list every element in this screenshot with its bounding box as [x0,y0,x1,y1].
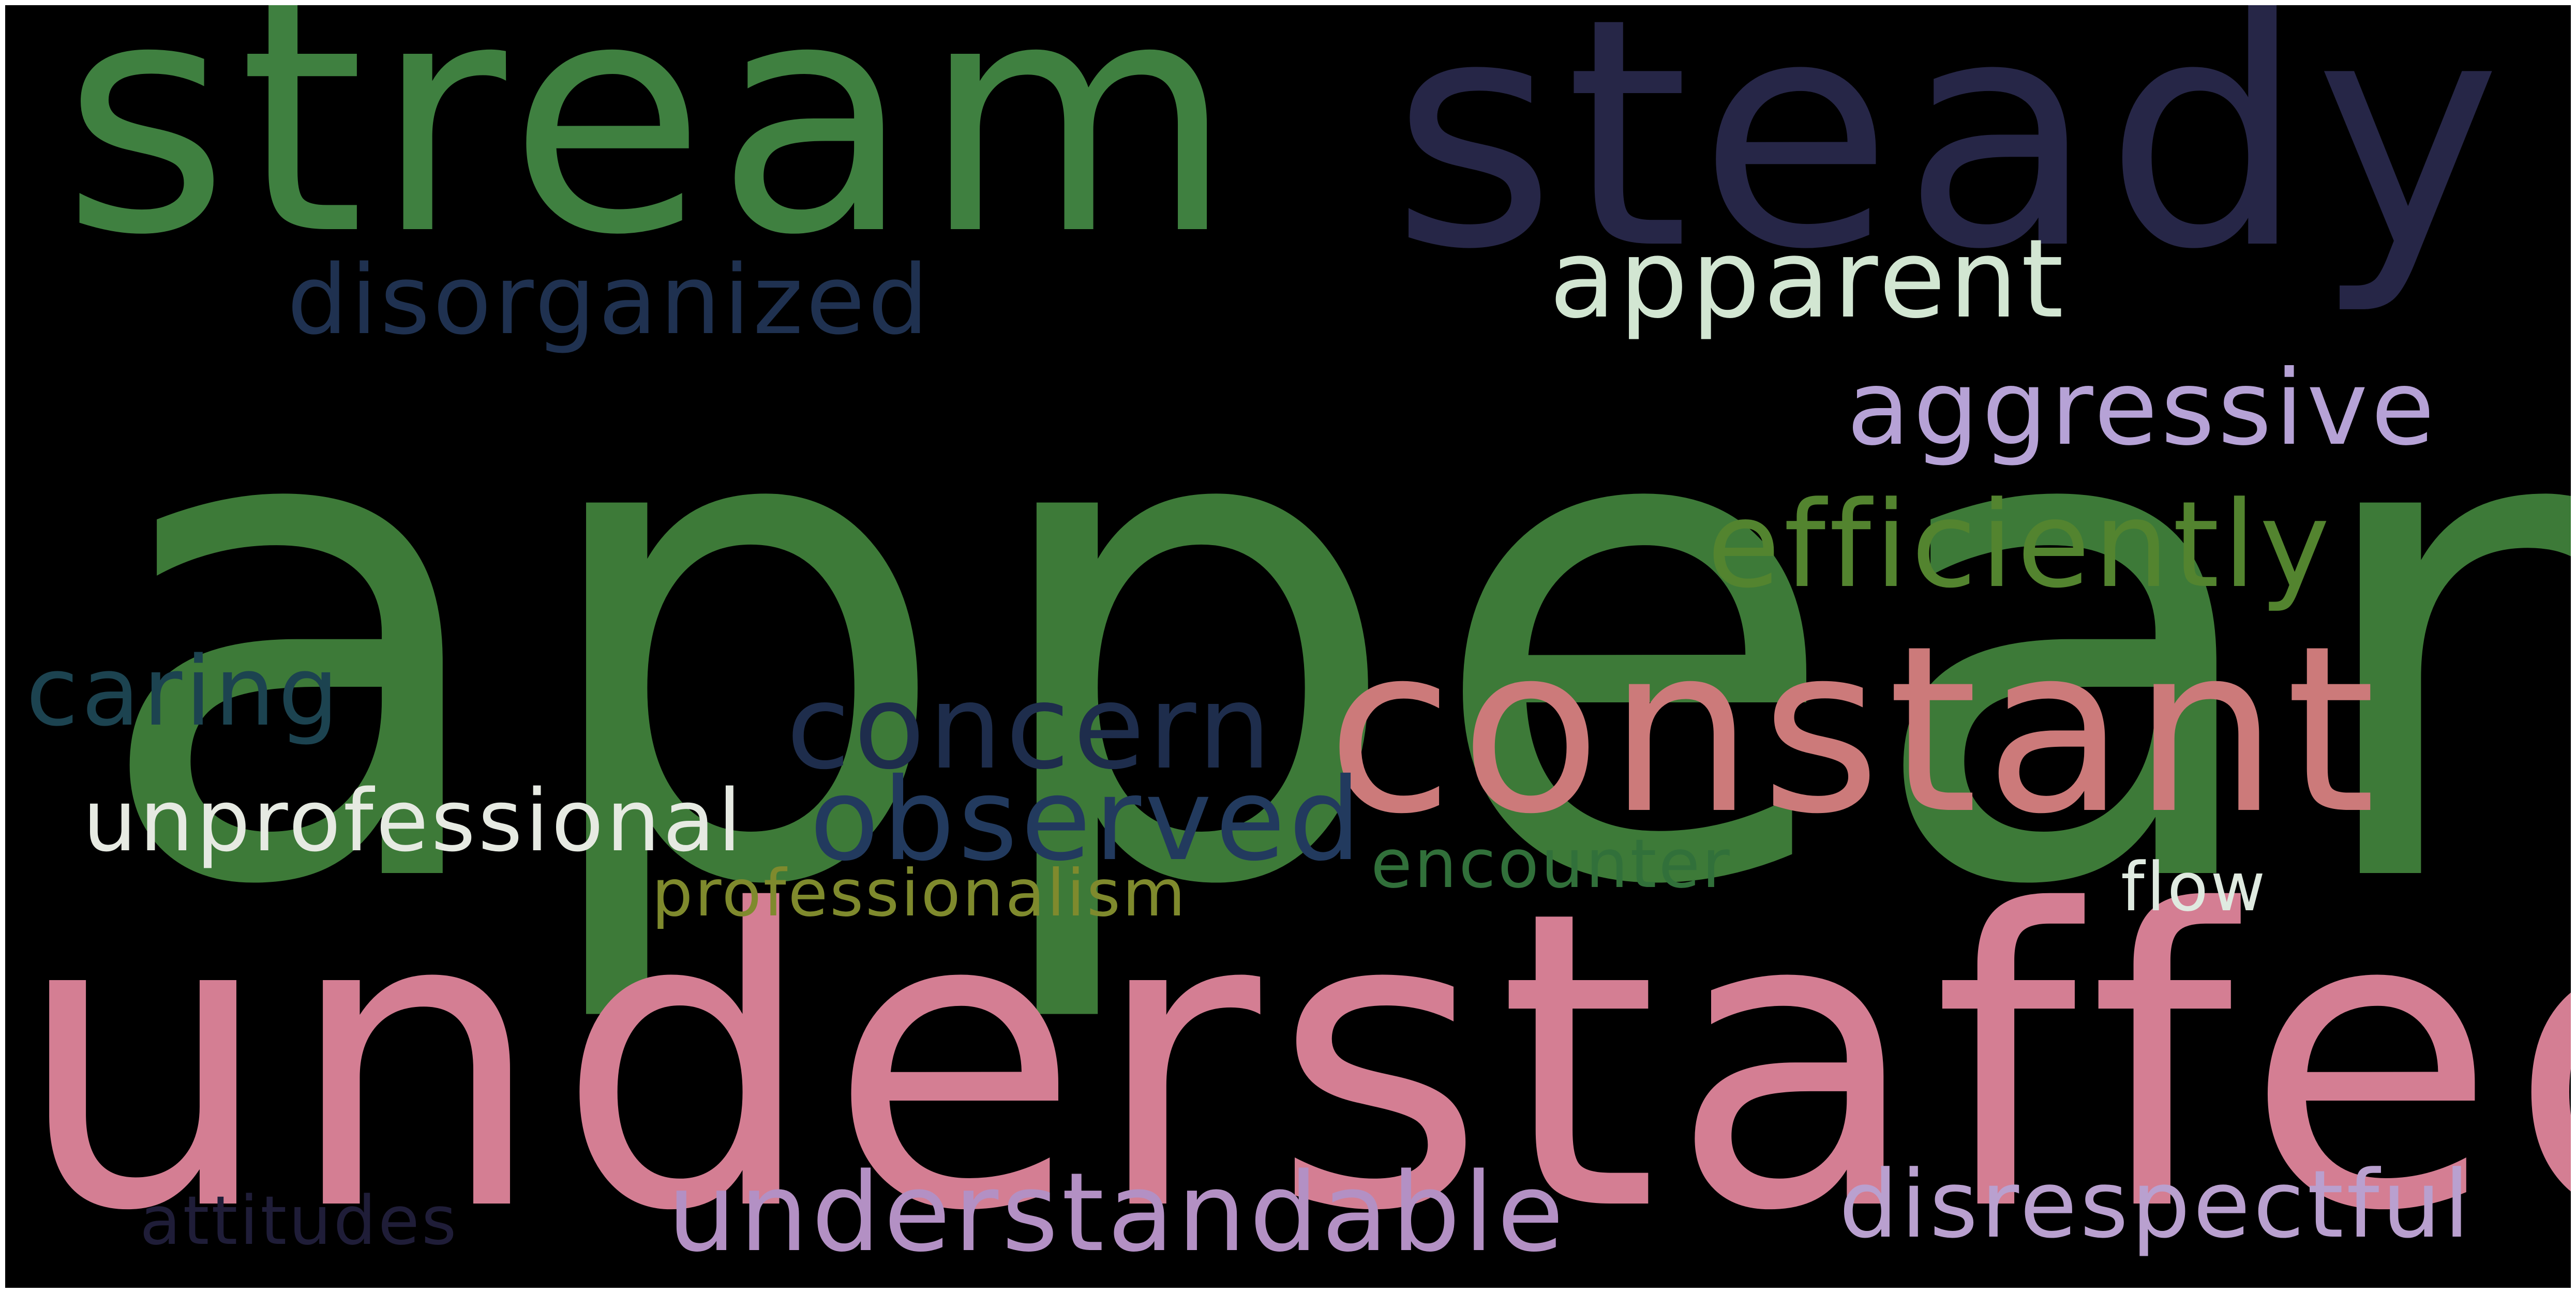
word-understaffed: understaffed [14,825,2571,1288]
word-encounter: encounter [1371,824,1732,903]
word-caring: caring [26,636,342,747]
word-attitudes: attitudes [140,1181,459,1260]
word-unprofessional: unprofessional [83,771,744,870]
word-disrespectful: disrespectful [1839,1151,2473,1259]
word-flow: flow [2121,848,2268,926]
word-stream: stream [62,5,1244,305]
word-disorganized: disorganized [287,244,932,356]
word-constant: constant [1327,596,2383,864]
word-professionalism: professionalism [652,856,1188,931]
word-aggressive: aggressive [1847,348,2438,469]
word-concern: concern [786,660,1275,795]
word-apparent: apparent [1549,216,2067,342]
word-steady: steady [1391,5,2511,318]
word-efficiently: efficiently [1707,476,2334,614]
word-cloud-canvas: appear understaffed stream steady consta… [5,5,2571,1288]
word-observed: observed [810,754,1365,886]
word-appear: appear [89,244,2571,1033]
word-understandable: understandable [667,1149,1567,1276]
